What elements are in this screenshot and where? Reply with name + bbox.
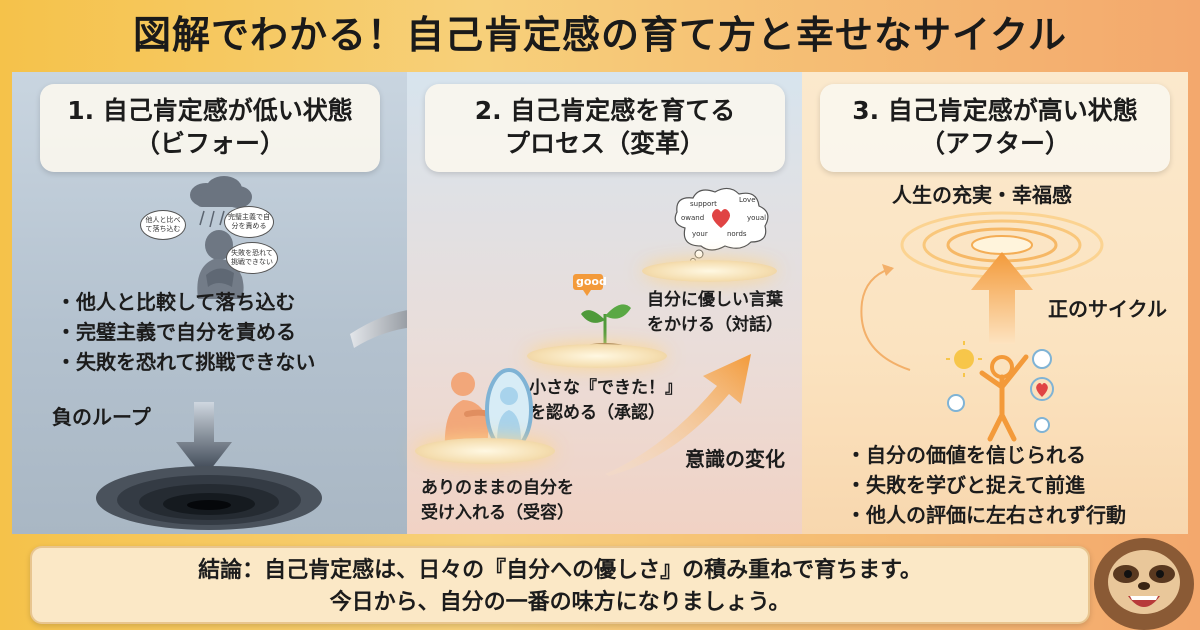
process-heading-line2: プロセス（変革） bbox=[504, 129, 705, 158]
panel-before: 1. 自己肯定感が低い状態 （ビフォー） 他人と比べて落ち込む 完璧主義で自分を… bbox=[12, 72, 407, 534]
before-bullet-2: ・完璧主義で自分を責める bbox=[56, 320, 296, 344]
cloud-word-4: youal bbox=[747, 214, 767, 222]
sad-person-icon bbox=[197, 230, 244, 299]
change-of-mind-label: 意識の変化 bbox=[685, 447, 785, 471]
before-bullet-3: ・失敗を恐れて挑戦できない bbox=[56, 350, 316, 374]
pedestal-middle bbox=[527, 344, 667, 368]
panel-process: 2. 自己肯定感を育てる プロセス（変革） support Love owand… bbox=[407, 72, 802, 534]
cloud-word-5: your bbox=[692, 230, 708, 238]
before-heading-line1: 1. 自己肯定感が低い状態 bbox=[67, 96, 353, 125]
happy-person-icon bbox=[946, 341, 1054, 442]
positive-cycle-label: 正のサイクル bbox=[1048, 297, 1167, 321]
conclusion-line2: 今日から、自分の一番の味方になりましょう。 bbox=[329, 590, 791, 615]
after-heading: 3. 自己肯定感が高い状態 （アフター） bbox=[820, 84, 1170, 172]
cloud-word-2: Love bbox=[739, 196, 756, 204]
self-hug-mirror-icon bbox=[444, 368, 533, 452]
sloth-mascot-icon bbox=[1094, 538, 1194, 630]
good-label: good bbox=[576, 275, 607, 288]
before-bullet-1: ・他人と比較して落ち込む bbox=[56, 290, 296, 314]
after-heading-line1: 3. 自己肯定感が高い状態 bbox=[852, 96, 1138, 125]
conclusion-box: 結論：自己肯定感は、日々の『自分への優しさ』の積み重ねで育ちます。 今日から、自… bbox=[30, 546, 1090, 624]
conclusion-line1: 結論：自己肯定感は、日々の『自分への優しさ』の積み重ねで育ちます。 bbox=[198, 558, 922, 583]
after-bullet-2: ・失敗を学びと捉えて前進 bbox=[846, 473, 1085, 497]
step2-line1: 小さな『できた！』 bbox=[529, 378, 682, 398]
up-arrow-icon bbox=[971, 252, 1033, 344]
pedestal-bottom bbox=[415, 438, 555, 464]
process-heading-line1: 2. 自己肯定感を育てる bbox=[474, 96, 736, 125]
vortex-hole-icon bbox=[96, 466, 322, 530]
kind-words-cloud-icon bbox=[674, 187, 769, 264]
after-bullet-1: ・自分の価値を信じられる bbox=[846, 443, 1086, 467]
rising-arrow-icon bbox=[605, 354, 751, 476]
negative-loop-label: 負のループ bbox=[52, 405, 151, 429]
thought-bubble-failure: 失敗を恐れて挑戦できない bbox=[226, 242, 278, 274]
process-heading: 2. 自己肯定感を育てる プロセス（変革） bbox=[425, 84, 785, 172]
panel-after: 3. 自己肯定感が高い状態 （アフター） 人生の充実・幸福感 正のサイクル bbox=[802, 72, 1188, 534]
thought-bubble-perfection: 完璧主義で自分を責める bbox=[224, 206, 274, 238]
cloud-word-6: nords bbox=[727, 230, 747, 238]
cloud-word-3: owand bbox=[681, 214, 705, 222]
fulfillment-label: 人生の充実・幸福感 bbox=[892, 183, 1072, 207]
page-title: 図解でわかる！自己肯定感の育て方と幸せなサイクル bbox=[132, 12, 1068, 57]
down-arrow-icon bbox=[176, 402, 232, 478]
before-heading-line2: （ビフォー） bbox=[134, 129, 285, 158]
cycle-curve-icon bbox=[860, 264, 911, 371]
step3-line2: をかける（対話） bbox=[647, 315, 783, 335]
step2-line2: を認める（承認） bbox=[529, 403, 665, 423]
thought-bubble-compare: 他人と比べて落ち込む bbox=[140, 210, 186, 240]
step1-line1: ありのままの自分を bbox=[421, 478, 574, 498]
before-heading: 1. 自己肯定感が低い状態 （ビフォー） bbox=[40, 84, 380, 172]
after-bullet-3: ・他人の評価に左右されず行動 bbox=[846, 503, 1126, 527]
step3-line1: 自分に優しい言葉 bbox=[647, 290, 783, 310]
cloud-word-1: support bbox=[690, 200, 717, 208]
step1-line2: 受け入れる（受容） bbox=[421, 503, 574, 523]
pedestal-top bbox=[642, 260, 777, 282]
after-heading-line2: （アフター） bbox=[919, 129, 1070, 158]
